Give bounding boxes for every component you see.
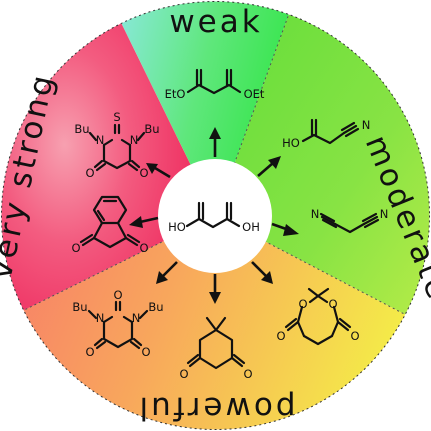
dim-o-left-label: O <box>179 367 188 381</box>
tba-n-left-label: N <box>96 133 105 147</box>
dem-oet-label: OEt <box>244 87 265 101</box>
arrow-se-head <box>261 271 273 284</box>
mel-o-ring-right-label: O <box>328 297 337 311</box>
arrow-e-head <box>283 224 299 236</box>
ba-bu-left-label: Bu <box>72 300 87 314</box>
arrow-nw-head <box>146 163 158 174</box>
indandione-structure: O O <box>71 195 149 255</box>
arrow-up-head <box>209 127 221 139</box>
ba-bu-right-label: Bu <box>148 300 163 314</box>
ba-o-left-label: O <box>85 345 94 359</box>
sector-very-strong <box>1 1 216 322</box>
arrow-sw-head <box>156 271 168 284</box>
tba-bu-right-label: Bu <box>144 122 159 136</box>
diethyl-malonate-structure: EtO OEt <box>165 68 265 101</box>
ind-o-right-label: O <box>139 241 148 255</box>
mn-n-left-label: N <box>311 207 320 221</box>
mel-o-ring-left-label: O <box>298 297 307 311</box>
cya-ho-label: HO <box>282 136 300 150</box>
arrow-w-head <box>129 216 143 228</box>
label-powerful: powerful <box>137 390 296 426</box>
sector-weak <box>110 1 294 216</box>
ba-o-right-label: O <box>141 345 150 359</box>
arrow-ne-head <box>268 156 281 169</box>
ba-n-right-label: N <box>132 311 141 325</box>
malonic-acid-structure: HO OH <box>168 201 260 234</box>
dim-o-right-label: O <box>243 367 252 381</box>
sector-powerful <box>1 215 430 430</box>
tba-o-left-label: O <box>85 166 94 180</box>
ind-o-left-label: O <box>71 241 80 255</box>
thiobarbiturate-structure: S N N Bu Bu O O <box>74 110 159 180</box>
dimedone-structure: O O <box>179 316 253 381</box>
malonic-ho-label: HO <box>168 220 186 234</box>
tba-n-right-label: N <box>130 133 139 147</box>
ba-n-left-label: N <box>96 311 105 325</box>
dem-eto-label: EtO <box>165 87 186 101</box>
mel-o-right-label: O <box>350 329 359 343</box>
mel-o-left-label: O <box>276 329 285 343</box>
tba-s-label: S <box>113 110 120 124</box>
label-weak: weak <box>169 4 262 40</box>
arrows <box>129 127 299 304</box>
tba-o-right-label: O <box>139 166 148 180</box>
malononitrile-structure: N N <box>311 207 389 234</box>
center-circle <box>158 159 272 273</box>
meldrums-acid-structure: O O O O <box>276 287 360 346</box>
arrow-down-head <box>209 292 221 304</box>
barbiturate-structure: O N N Bu Bu O O <box>72 288 163 359</box>
cya-n-label: N <box>362 118 371 132</box>
sector-moderate <box>215 1 430 328</box>
ba-o-top-label: O <box>113 288 122 302</box>
cyanoacetic-acid-structure: HO N <box>282 118 370 150</box>
mn-n-right-label: N <box>380 207 389 221</box>
tba-bu-left-label: Bu <box>74 122 89 136</box>
malonic-oh-label: OH <box>242 220 260 234</box>
